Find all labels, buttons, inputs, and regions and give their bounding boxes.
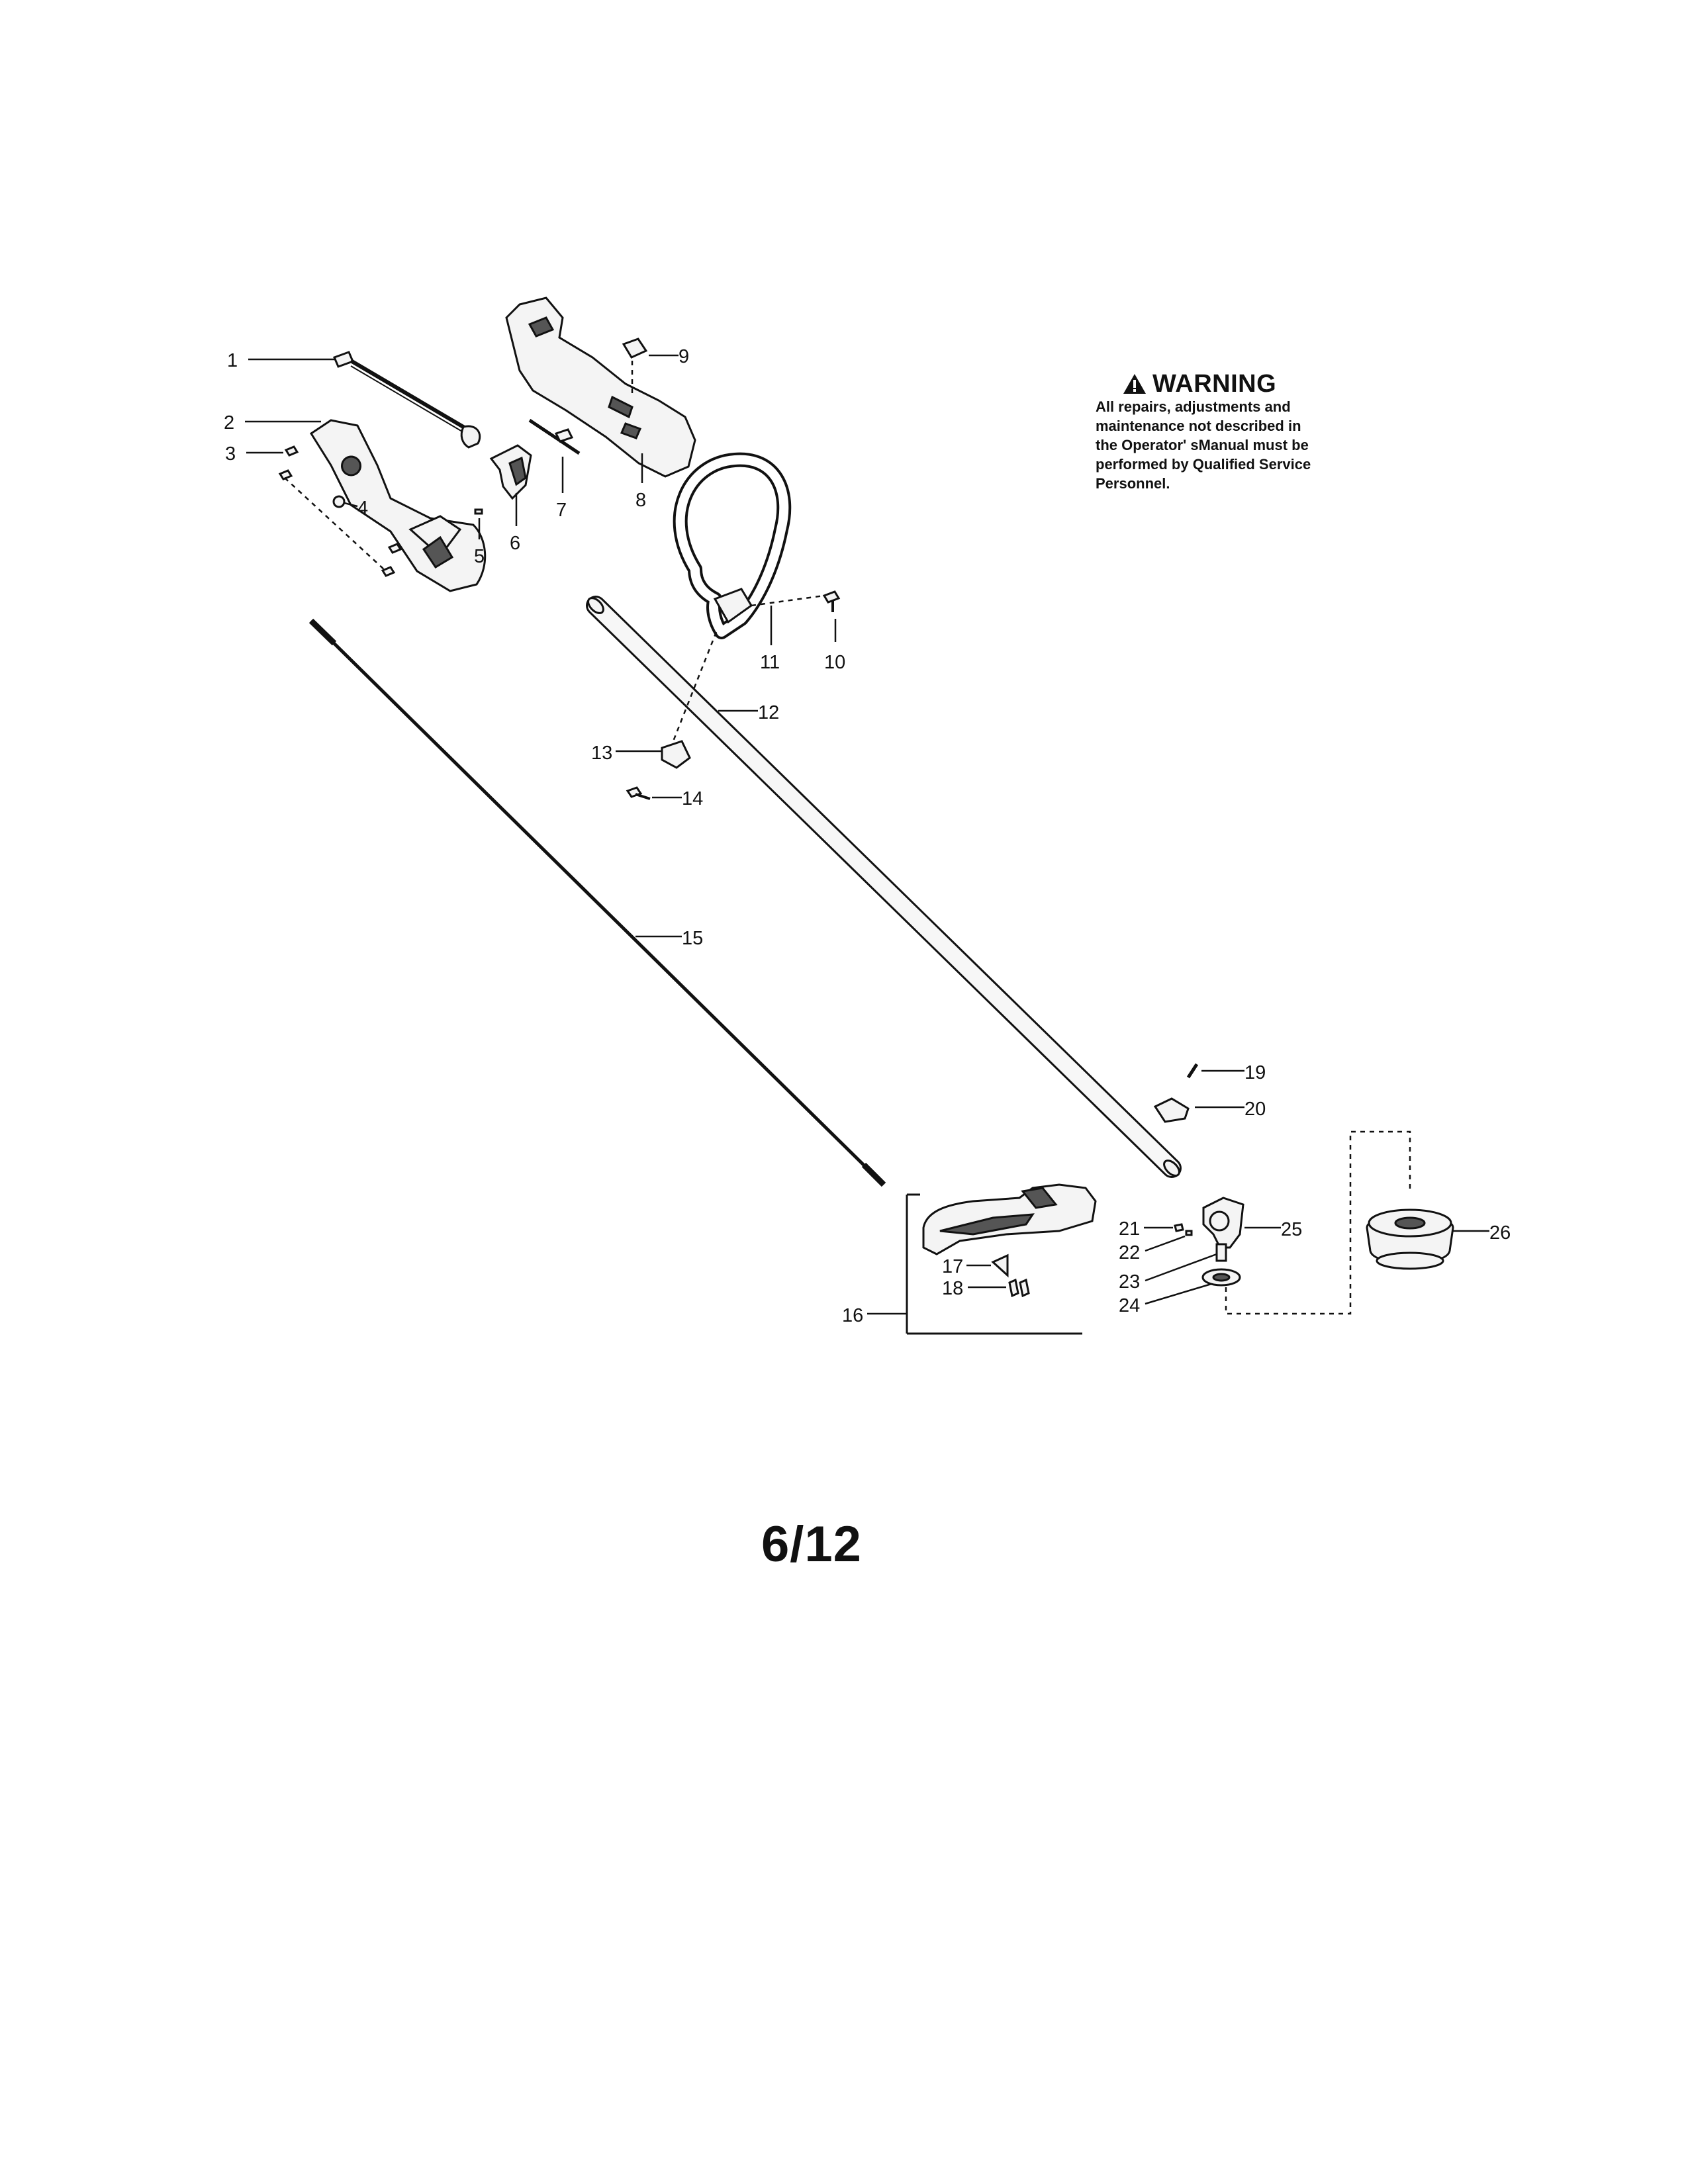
part-9-switch	[622, 338, 648, 359]
warning-body: All repairs, adjustments and maintenance…	[1096, 397, 1374, 493]
part-19-bolt	[1186, 1063, 1199, 1079]
part-15-drive-shaft	[308, 618, 886, 1187]
callout-15: 15	[682, 928, 703, 949]
callout-18: 18	[942, 1278, 963, 1299]
callout-1: 1	[227, 350, 238, 371]
part-10-bolt	[822, 590, 841, 612]
dashed-line-3	[284, 477, 386, 571]
part-25-gearbox	[1202, 1197, 1244, 1262]
callout-17: 17	[942, 1256, 963, 1277]
warning-heading: WARNING	[1122, 371, 1374, 397]
part-26-trimmer-head	[1366, 1208, 1454, 1270]
dashed-line-24-26	[1225, 1130, 1411, 1315]
callout-24: 24	[1119, 1295, 1140, 1316]
part-2-handle-housing	[309, 419, 487, 592]
callout-20: 20	[1244, 1099, 1266, 1120]
part-21-22-screw-washer	[1174, 1223, 1193, 1236]
part-20-clamp	[1153, 1097, 1190, 1123]
page-number: 6/12	[761, 1516, 862, 1572]
callout-14: 14	[682, 788, 703, 809]
warning-line: maintenance not described in	[1096, 418, 1301, 434]
warning-title-text: WARNING	[1152, 370, 1277, 398]
callout-2: 2	[224, 412, 234, 433]
part-7-lockout	[528, 418, 581, 455]
callout-25: 25	[1281, 1219, 1302, 1240]
part-12-shaft-tube	[586, 596, 1182, 1178]
warning-line: Personnel.	[1096, 475, 1170, 492]
warning-line: performed by Qualified Service	[1096, 456, 1311, 473]
callout-19: 19	[1244, 1062, 1266, 1083]
part-5-pin	[474, 508, 483, 515]
warning-notice: WARNING All repairs, adjustments and mai…	[1096, 371, 1374, 493]
callout-7: 7	[556, 500, 567, 521]
callout-6: 6	[510, 533, 520, 554]
part-16-shield-assembly	[906, 1183, 1097, 1335]
part-11-loop-handle	[673, 452, 792, 639]
callout-10: 10	[824, 652, 845, 673]
callout-26: 26	[1489, 1222, 1511, 1244]
part-3-screws	[278, 445, 402, 577]
part-13-clamp	[661, 740, 691, 769]
part-14-screw	[626, 786, 651, 800]
part-4-nut	[332, 495, 346, 508]
callout-5: 5	[474, 546, 485, 567]
part-6-trigger	[489, 444, 532, 500]
part-18-screws	[1008, 1278, 1030, 1298]
part-17-line-blade	[991, 1253, 1009, 1278]
callout-22: 22	[1119, 1242, 1140, 1263]
part-1-throttle-cable	[332, 351, 481, 449]
warning-triangle-icon	[1123, 374, 1146, 394]
leader-24	[1145, 1283, 1212, 1305]
leader-22	[1145, 1235, 1186, 1252]
callout-4: 4	[357, 498, 368, 519]
part-8-rear-handle	[505, 296, 696, 478]
callout-11: 11	[760, 652, 780, 673]
callout-23: 23	[1119, 1271, 1140, 1293]
callout-8: 8	[635, 490, 646, 511]
callout-3: 3	[225, 443, 236, 465]
callout-16: 16	[842, 1305, 863, 1326]
dashed-line-12	[671, 631, 718, 745]
leader-23	[1145, 1253, 1217, 1282]
callout-12: 12	[758, 702, 779, 723]
warning-line: the Operator' sManual must be	[1096, 437, 1309, 453]
callout-21: 21	[1119, 1218, 1140, 1240]
leader-4	[344, 502, 358, 508]
dashed-line-10	[751, 594, 825, 607]
callout-13: 13	[591, 743, 612, 764]
part-24-washer	[1201, 1268, 1241, 1287]
warning-line: All repairs, adjustments and	[1096, 398, 1291, 415]
callout-9: 9	[679, 346, 689, 367]
